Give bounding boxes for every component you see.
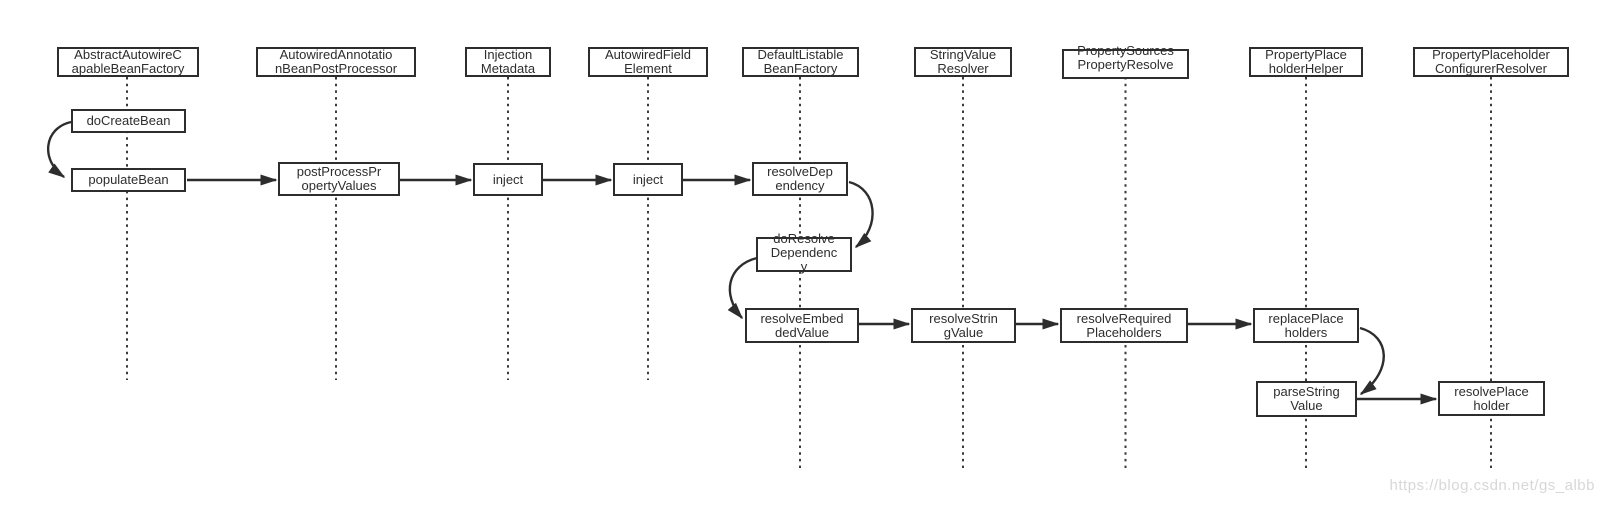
actor-property-placeholder-configurer-resolver: PropertyPlaceholder ConfigurerResolver [1413, 47, 1569, 77]
call-resolve-dependency: resolveDep endency [752, 162, 848, 196]
call-populate-bean: populateBean [71, 168, 186, 192]
call-resolve-placeholder: resolvePlace holder [1438, 381, 1545, 416]
call-inject-injection-metadata: inject [473, 163, 543, 196]
actor-autowired-field-element: AutowiredField Element [588, 47, 708, 77]
actor-property-placeholder-helper: PropertyPlace holderHelper [1249, 47, 1363, 77]
call-resolve-string-value: resolveStrin gValue [911, 308, 1016, 343]
call-resolve-required-placeholders: resolveRequired Placeholders [1060, 308, 1188, 343]
actor-property-sources-property-resolve: PropertySources PropertyResolve [1062, 44, 1189, 79]
call-replace-placeholders: replacePlace holders [1253, 308, 1359, 343]
call-inject-autowired-field-element: inject [613, 163, 683, 196]
csdn-blog-watermark: https://blog.csdn.net/gs_albb [1389, 477, 1595, 494]
call-parse-string-value: parseString Value [1256, 381, 1357, 417]
arrow-resolvedependency-to-doresolvedependency [848, 180, 874, 248]
actor-autowired-annotation-bean-post-processor: AutowiredAnnotatio nBeanPostProcessor [256, 47, 416, 77]
arrow-docreatebean-to-populatebean [47, 120, 72, 178]
call-post-process-property-values: postProcessPr opertyValues [278, 162, 400, 196]
actor-string-value-resolver: StringValue Resolver [914, 47, 1012, 77]
call-resolve-embedded-value: resolveEmbed dedValue [745, 308, 859, 343]
actor-abstract-autowire-capable-bean-factory: AbstractAutowireC apableBeanFactory [57, 47, 199, 77]
arrow-doresolvedependency-to-resolveembeddedvalue [727, 256, 758, 320]
actor-default-listable-bean-factory: DefaultListable BeanFactory [742, 47, 859, 77]
arrow-replaceplaceholders-to-parsestringvalue [1359, 326, 1385, 395]
actor-injection-metadata: Injection Metadata [465, 47, 551, 77]
call-do-resolve-dependency: doResolve Dependenc y [756, 232, 852, 274]
call-do-create-bean: doCreateBean [71, 109, 186, 133]
